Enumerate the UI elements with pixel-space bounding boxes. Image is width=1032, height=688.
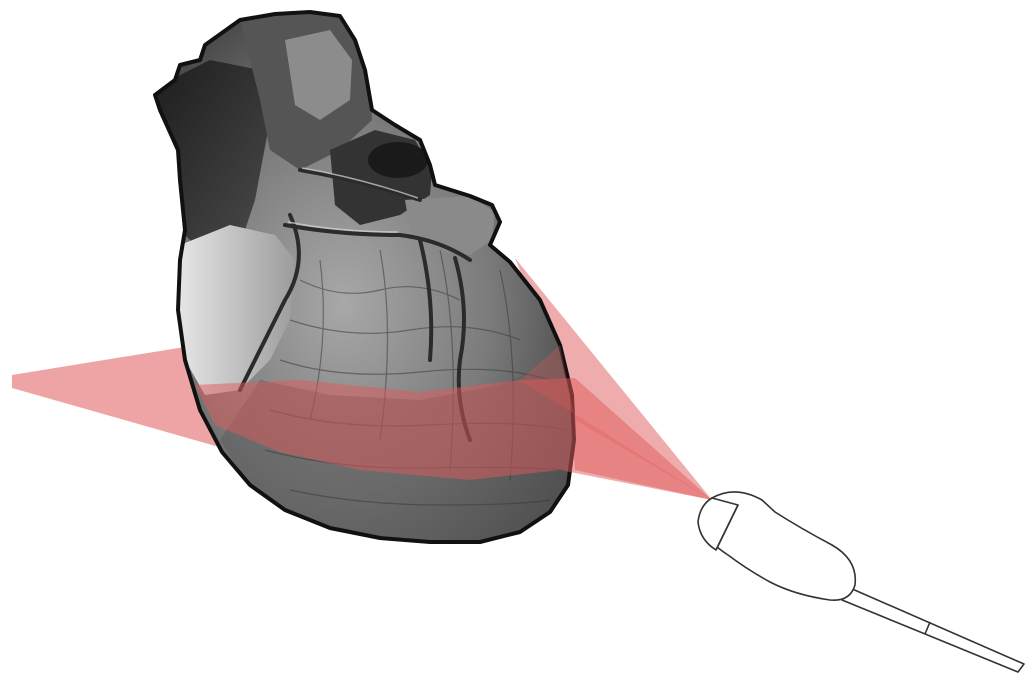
probe-cable <box>842 588 1024 672</box>
pulmonary-opening <box>368 142 428 178</box>
ultrasound-probe-icon <box>698 492 1024 672</box>
